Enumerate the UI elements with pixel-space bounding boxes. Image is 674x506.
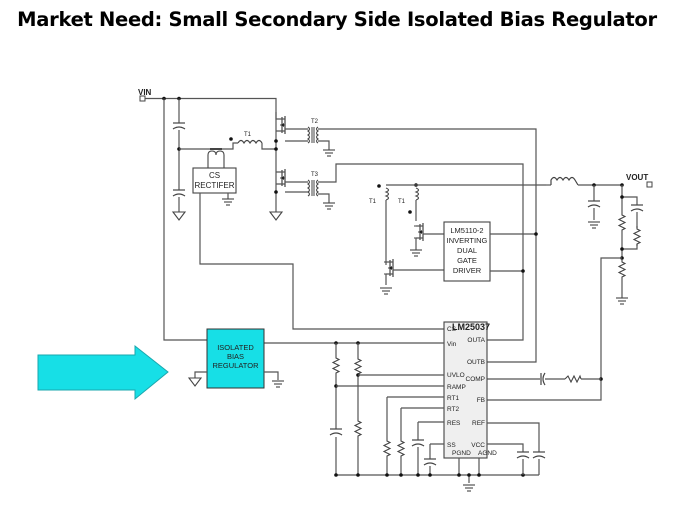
ground-icon: [188, 377, 202, 387]
svg-text:BIAS: BIAS: [227, 352, 244, 361]
svg-text:SS: SS: [447, 442, 456, 449]
svg-text:CS: CS: [209, 171, 220, 180]
uvlo-resistor-3: [354, 417, 362, 439]
res-capacitor: [411, 439, 425, 447]
comp-resistor: [564, 374, 582, 384]
svg-text:T2: T2: [311, 119, 319, 125]
svg-text:RT2: RT2: [447, 406, 460, 413]
vcc-capacitor: [516, 451, 530, 459]
ground-icon: [322, 149, 336, 157]
feedforward-resistor: [633, 225, 641, 247]
rt2-resistor: [397, 437, 405, 459]
comp-capacitor: [540, 372, 546, 386]
svg-text:OUTB: OUTB: [467, 359, 485, 366]
svg-text:FB: FB: [477, 397, 485, 404]
t3-transformer: [307, 179, 319, 197]
ground-bus-junctions: [334, 473, 525, 477]
ss-capacitor: [423, 458, 437, 466]
output-inductor: [550, 176, 579, 186]
ground-icon: [271, 380, 285, 388]
ground-icon: [615, 297, 629, 305]
svg-text:LM25037: LM25037: [452, 322, 490, 332]
uvlo-resistor-1: [332, 354, 340, 376]
svg-text:RES: RES: [447, 420, 461, 427]
svg-text:RECTIFER: RECTIFER: [195, 181, 235, 190]
isolated-bias-regulator-block: [206, 328, 265, 389]
svg-text:OUTA: OUTA: [467, 337, 485, 344]
slide-title: Market Need: Small Secondary Side Isolat…: [17, 8, 657, 31]
cs-sense-wire: [199, 193, 444, 330]
t1-primary-winding: [237, 139, 263, 145]
gate-driver-block: [443, 221, 491, 282]
cs-rectifier-block: [192, 167, 237, 194]
svg-text:COMP: COMP: [466, 376, 486, 383]
svg-text:LM5110-2: LM5110-2: [450, 226, 483, 235]
highlight-arrow-icon: [37, 344, 169, 401]
ground-icon: [587, 221, 601, 229]
vin-label: VIN: [138, 88, 152, 97]
svg-text:T1: T1: [369, 199, 377, 205]
svg-text:GATE: GATE: [457, 256, 477, 265]
input-capacitor-1: [172, 122, 186, 130]
uvlo-resistor-2: [354, 355, 362, 377]
divider-resistor-bottom: [618, 258, 626, 280]
svg-text:RT1: RT1: [447, 395, 460, 402]
divider-resistor-top: [618, 211, 626, 233]
vout-label: VOUT: [626, 173, 648, 182]
ref-capacitor: [532, 451, 546, 459]
svg-text:Vin: Vin: [447, 341, 457, 348]
svg-text:UVLO: UVLO: [447, 372, 465, 379]
svg-text:INVERTING: INVERTING: [447, 236, 488, 245]
vin-rail: [145, 97, 277, 112]
feedforward-capacitor: [630, 204, 644, 212]
output-capacitor: [587, 200, 601, 208]
ramp-capacitor: [329, 428, 343, 436]
ground-icon: [172, 211, 186, 221]
ground-icon: [269, 211, 283, 221]
vout-terminal: [646, 181, 653, 188]
ground-icon: [322, 202, 336, 210]
svg-text:PGND: PGND: [452, 450, 471, 457]
svg-text:CS: CS: [447, 326, 457, 333]
ground-icon: [379, 287, 393, 295]
svg-text:REGULATOR: REGULATOR: [213, 361, 260, 370]
rt1-resistor: [383, 437, 391, 459]
ground-icon: [221, 198, 235, 206]
vin-to-bias-wire: [163, 98, 208, 341]
ground-icon: [462, 484, 476, 492]
lm25037-controller: [443, 321, 488, 459]
svg-text:T1: T1: [398, 199, 406, 205]
svg-text:REF: REF: [472, 420, 485, 427]
vin-terminal: [139, 95, 146, 102]
svg-text:RAMP: RAMP: [447, 384, 466, 391]
svg-text:AGND: AGND: [478, 450, 497, 457]
t1-secondary-windings: [384, 187, 420, 201]
ground-icon: [409, 249, 423, 257]
svg-text:DRIVER: DRIVER: [453, 266, 482, 275]
svg-text:ISOLATED: ISOLATED: [217, 343, 254, 352]
input-capacitor-2: [172, 189, 186, 197]
t2-transformer: [307, 126, 319, 144]
svg-text:T3: T3: [311, 172, 319, 178]
svg-text:VCC: VCC: [471, 442, 485, 449]
t1-label: T1: [244, 132, 252, 138]
svg-text:DUAL: DUAL: [457, 246, 477, 255]
